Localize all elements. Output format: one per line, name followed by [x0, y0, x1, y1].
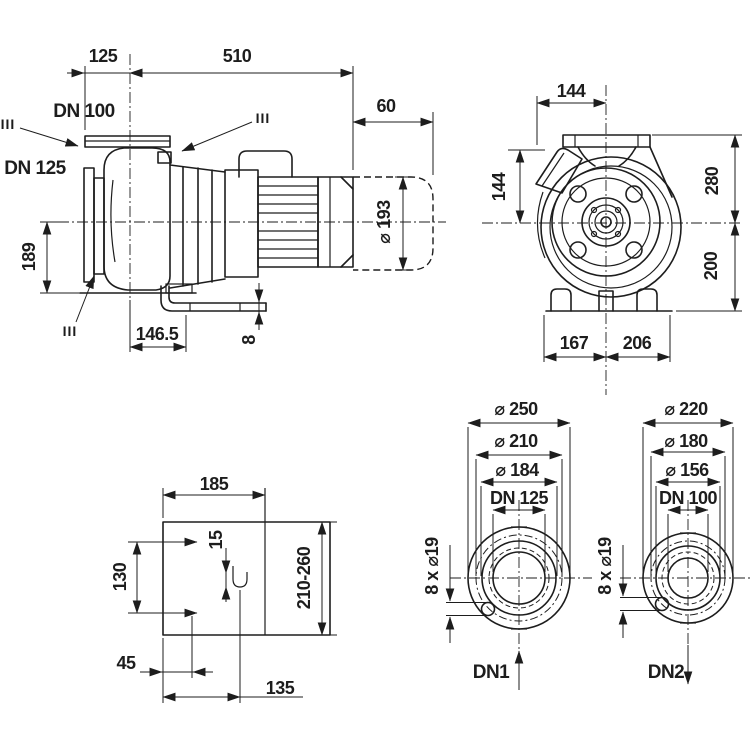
dim-60: 60 — [352, 96, 434, 175]
middle-slot — [232, 566, 248, 588]
base-view: 185 130 15 210-260 45 — [110, 474, 337, 703]
flange1-port: DN1 — [473, 650, 524, 690]
front-top-flange — [562, 134, 673, 198]
dim-200: 200 — [676, 222, 742, 312]
terminal-box — [238, 150, 293, 178]
dim-144-left-label: 144 — [489, 172, 509, 201]
motor-adapter — [169, 164, 226, 289]
dim-167-label: 167 — [560, 333, 589, 353]
dim-185-label: 185 — [200, 474, 229, 494]
flange2-dn-label: DN 100 — [659, 488, 718, 508]
front-shaft-hub — [581, 197, 631, 247]
dim-60-label: 60 — [376, 96, 396, 116]
dim-144-top-label: 144 — [557, 81, 586, 101]
suction-flange — [83, 167, 105, 283]
motor — [224, 150, 434, 278]
dim-135-label: 135 — [266, 678, 295, 698]
dim-185: 185 — [162, 474, 266, 518]
front-support-lug — [535, 147, 583, 194]
dim-130: 130 — [110, 541, 142, 614]
dim-15-label: 15 — [206, 530, 226, 550]
dim-280: 280 — [652, 134, 742, 224]
motor-rear-cover-dashed — [353, 176, 434, 271]
dim-146-5: 146.5 — [129, 300, 187, 352]
dim-130-label: 130 — [110, 562, 130, 591]
flange2-boltcircle-label: ⌀ 180 — [664, 431, 708, 451]
dim-167: 167 — [543, 315, 607, 362]
dim-15: 15 — [206, 530, 231, 602]
flange1-circles — [467, 526, 571, 630]
dim-280-label: 280 — [702, 166, 722, 195]
label-dn100: DN 100 — [53, 101, 114, 122]
flange1-bolt-hole — [480, 601, 496, 617]
dim-206: 206 — [605, 315, 671, 362]
dim-510-label: 510 — [223, 46, 252, 66]
dim-210-260-label: 210-260 — [294, 546, 314, 609]
flange1-boltcircle-label: ⌀ 210 — [494, 431, 538, 451]
front-view: 144 144 280 200 167 206 — [482, 81, 742, 395]
dn2-label: DN2 — [648, 662, 685, 683]
flange2-dims: ⌀ 220 ⌀ 180 ⌀ 156 DN 100 — [642, 399, 734, 576]
section-marker-top: III — [256, 110, 271, 126]
dim-146-5-label: 146.5 — [136, 324, 179, 344]
flange2-circles — [642, 532, 734, 624]
flange1-holes-dim: 8 x ⌀19 — [422, 537, 486, 643]
discharge-flange — [84, 135, 172, 164]
dim-144-top: 144 — [536, 81, 607, 145]
dim-210-260: 210-260 — [294, 521, 337, 636]
flange1-raisedface-label: ⌀ 184 — [495, 460, 539, 480]
dim-125-label: 125 — [89, 46, 118, 66]
dn1-label: DN1 — [473, 662, 510, 683]
dim-135: 135 — [162, 638, 303, 703]
dim-144-left: 144 — [489, 149, 545, 224]
flange1-outer-label: ⌀ 250 — [494, 399, 538, 419]
front-motor-flange — [551, 167, 661, 277]
dim-193: ⌀ 193 — [374, 176, 412, 271]
label-dn125: DN 125 — [4, 158, 66, 179]
flange2-raisedface-label: ⌀ 156 — [665, 460, 709, 480]
dim-8: 8 — [239, 283, 264, 345]
dim-45-label: 45 — [116, 653, 136, 673]
dim-200-label: 200 — [701, 251, 721, 280]
side-view: 125 510 60 ⌀ 193 189 — [1, 46, 446, 352]
flange2-holes-label: 8 x ⌀19 — [595, 537, 615, 595]
volute-casing — [79, 147, 197, 294]
flange2-port: DN2 — [648, 645, 693, 685]
dim-206-label: 206 — [623, 333, 652, 353]
dim-189: 189 — [19, 221, 80, 294]
dim-189-label: 189 — [19, 242, 39, 271]
section-markers: III III III — [1, 110, 271, 339]
front-volute — [536, 156, 682, 298]
drain-pipe — [160, 285, 267, 312]
flange1-holes-label: 8 x ⌀19 — [422, 537, 442, 595]
flange2-bolt-hole — [654, 596, 670, 612]
dim-193-label: ⌀ 193 — [374, 200, 394, 244]
flange1-view: ⌀ 250 ⌀ 210 ⌀ 184 DN 125 8 x ⌀19 DN1 — [422, 399, 592, 690]
section-marker-bottom: III — [63, 323, 78, 339]
flange2-holes-dim: 8 x ⌀19 — [595, 537, 660, 638]
flange1-dims: ⌀ 250 ⌀ 210 ⌀ 184 DN 125 — [467, 399, 571, 576]
baseplate-outline — [162, 521, 331, 636]
motor-cooling-fins — [258, 185, 318, 259]
front-feet — [545, 288, 673, 312]
section-marker-left: III — [1, 116, 16, 132]
flange2-outer-label: ⌀ 220 — [664, 399, 708, 419]
dim-45: 45 — [116, 616, 213, 678]
dim-8-label: 8 — [239, 335, 259, 345]
flange1-dn-label: DN 125 — [490, 488, 549, 508]
flange2-view: ⌀ 220 ⌀ 180 ⌀ 156 DN 100 8 x ⌀19 DN2 — [595, 399, 750, 685]
